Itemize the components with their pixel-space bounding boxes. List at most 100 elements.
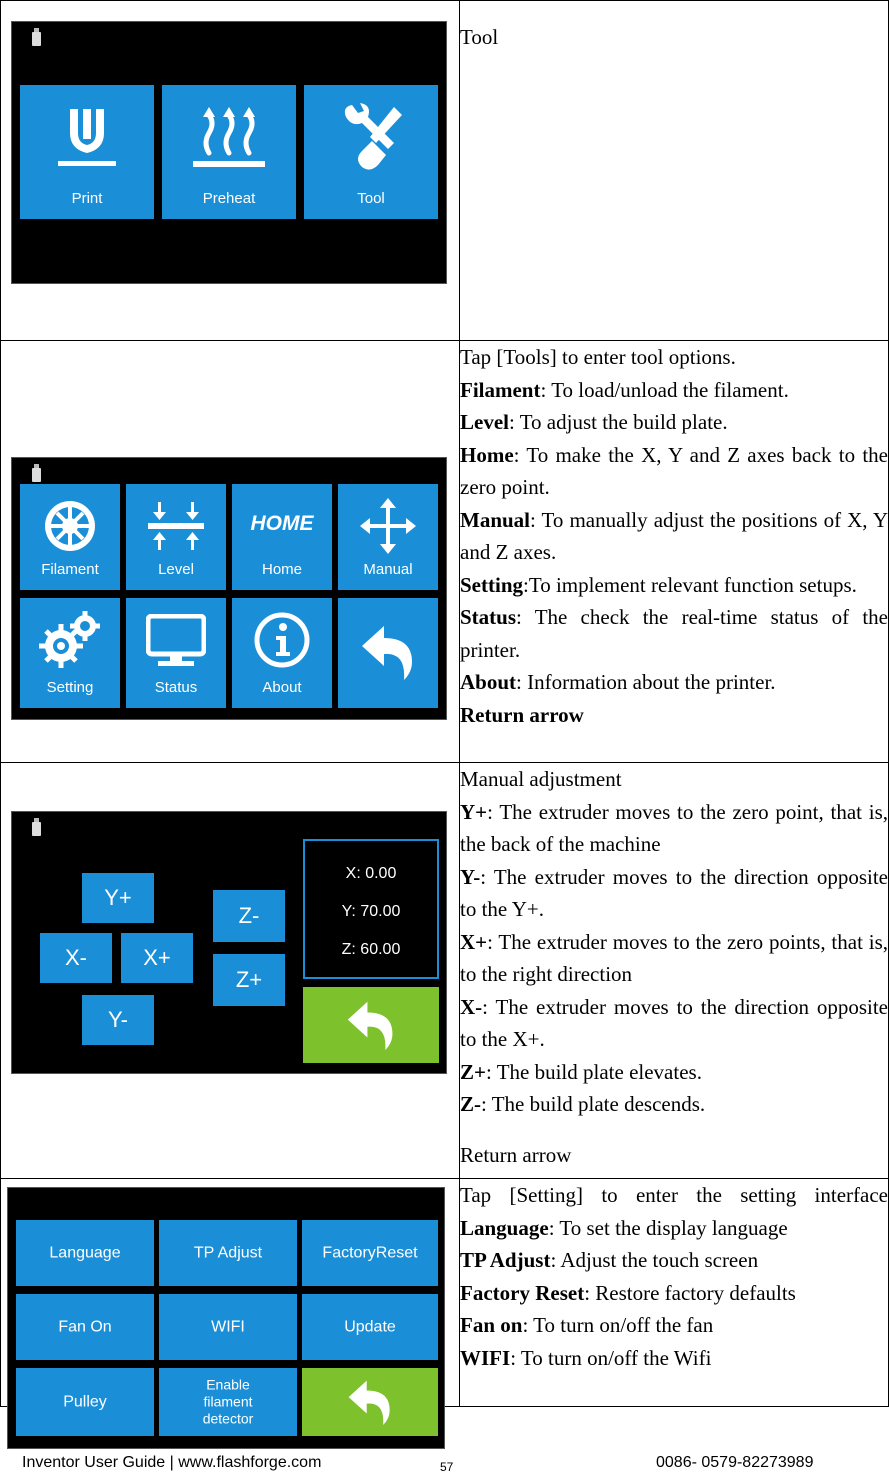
tile-status[interactable]: Status bbox=[126, 598, 226, 708]
tile-return[interactable] bbox=[302, 1368, 438, 1436]
desc-item: Factory Reset: Restore factory defaults bbox=[460, 1280, 796, 1305]
tile-filament-detector[interactable]: Enable filament detector bbox=[159, 1368, 297, 1436]
z-plus-button[interactable]: Z+ bbox=[213, 954, 285, 1006]
desc-item: Z+: The build plate elevates. bbox=[460, 1059, 702, 1084]
tile-tp-adjust[interactable]: TP Adjust bbox=[159, 1220, 297, 1286]
desc-item: Return arrow bbox=[460, 702, 584, 727]
desc-item: Y+: The extruder moves to the zero point… bbox=[460, 799, 888, 857]
tile-label: Filament bbox=[41, 561, 99, 578]
setting-screen: Language TP Adjust FactoryReset Fan On W… bbox=[7, 1187, 445, 1449]
tile-label: About bbox=[262, 679, 302, 696]
tile-language[interactable]: Language bbox=[16, 1220, 154, 1286]
tile-label: Status bbox=[154, 679, 198, 696]
coordinate-display: X: 0.00 Y: 70.00 Z: 60.00 bbox=[303, 839, 439, 979]
return-arrow-icon bbox=[348, 1380, 390, 1425]
usb-icon bbox=[32, 28, 41, 46]
desc-item: X-: The extruder moves to the direction … bbox=[460, 994, 888, 1052]
row-title: Tool bbox=[460, 25, 499, 49]
footer-guide-title: Inventor User Guide | www.flashforge.com bbox=[22, 1454, 322, 1471]
row-outro: Return arrow bbox=[460, 1142, 572, 1167]
tile-label: Home bbox=[261, 561, 302, 578]
monitor-icon bbox=[146, 614, 206, 666]
desc-item: X+: The extruder moves to the zero point… bbox=[460, 929, 888, 987]
tile-filament[interactable]: Filament bbox=[20, 484, 120, 590]
footer-phone: 0086- 0579-82273989 bbox=[656, 1454, 814, 1471]
description-cell: Tap [Setting] to enter the setting inter… bbox=[459, 1178, 889, 1407]
tile-update[interactable]: Update bbox=[302, 1294, 438, 1360]
return-button[interactable] bbox=[303, 987, 439, 1063]
print-nozzle-icon bbox=[58, 109, 116, 166]
desc-item: Filament: To load/unload the filament. bbox=[460, 377, 789, 402]
row-intro: Tap [Tools] to enter tool options. bbox=[460, 345, 736, 369]
x-coordinate: X: 0.00 bbox=[345, 865, 397, 882]
tile-label: Setting bbox=[46, 679, 94, 696]
filament-spool-icon bbox=[45, 501, 95, 551]
row-intro: Tap [Setting] to enter the setting inter… bbox=[460, 1183, 888, 1207]
tile-home[interactable]: HOME Home bbox=[232, 484, 332, 590]
page-footer: Inventor User Guide | www.flashforge.com… bbox=[0, 1438, 889, 1475]
tile-label: Level bbox=[158, 561, 194, 578]
main-menu-screen: Print Preheat bbox=[11, 21, 447, 284]
tile-level[interactable]: Level bbox=[126, 484, 226, 590]
desc-item: About: Information about the printer. bbox=[460, 670, 776, 694]
tile-label: Manual bbox=[363, 561, 413, 578]
desc-item: Status: The check the real-time status o… bbox=[460, 605, 888, 662]
tile-tool[interactable]: Tool bbox=[304, 85, 438, 219]
desc-item: Manual: To manually adjust the positions… bbox=[460, 507, 888, 565]
y-minus-button[interactable]: Y- bbox=[82, 995, 154, 1045]
tile-manual[interactable]: Manual bbox=[338, 484, 438, 590]
screen-cell: Language TP Adjust FactoryReset Fan On W… bbox=[0, 1178, 460, 1449]
z-minus-button[interactable]: Z- bbox=[213, 890, 285, 942]
heat-waves-icon bbox=[193, 107, 265, 167]
tile-pulley[interactable]: Pulley bbox=[16, 1368, 154, 1436]
desc-item: Language: To set the display language bbox=[460, 1215, 788, 1240]
tile-label: Preheat bbox=[202, 190, 256, 207]
page-number: 57 bbox=[440, 1460, 454, 1474]
tile-print[interactable]: Print bbox=[20, 85, 154, 219]
desc-item: Fan on: To turn on/off the fan bbox=[460, 1313, 714, 1337]
tile-factory-reset[interactable]: FactoryReset bbox=[302, 1220, 438, 1286]
tile-setting[interactable]: Setting bbox=[20, 598, 120, 708]
tile-fan-on[interactable]: Fan On bbox=[16, 1294, 154, 1360]
desc-item: Level: To adjust the build plate. bbox=[460, 410, 728, 434]
desc-item: TP Adjust: Adjust the touch screen bbox=[460, 1248, 759, 1272]
x-plus-button[interactable]: X+ bbox=[121, 933, 193, 983]
desc-item: Setting:To implement relevant function s… bbox=[460, 572, 857, 597]
description-cell: Manual adjustment Y+: The extruder moves… bbox=[459, 762, 889, 1179]
table-row: Filament Level HOME bbox=[0, 340, 889, 763]
tile-wifi[interactable]: WIFI bbox=[159, 1294, 297, 1360]
desc-item: Z-: The build plate descends. bbox=[460, 1092, 706, 1116]
gears-icon bbox=[39, 611, 100, 668]
info-icon bbox=[254, 612, 310, 668]
desc-item: WIFI: To turn on/off the Wifi bbox=[460, 1345, 712, 1370]
usb-icon bbox=[32, 464, 41, 482]
tile-label: Print bbox=[71, 190, 103, 207]
table-row: Language TP Adjust FactoryReset Fan On W… bbox=[0, 1178, 889, 1449]
tile-return[interactable] bbox=[338, 598, 438, 708]
x-minus-button[interactable]: X- bbox=[40, 933, 112, 983]
screen-cell: Y+ X- X+ Y- Z- Z+ X: 0.00 Y: 70.00 Z: 60… bbox=[0, 762, 460, 1179]
usb-icon bbox=[32, 818, 41, 836]
table-row: Print Preheat bbox=[0, 0, 889, 341]
tile-about[interactable]: About bbox=[232, 598, 332, 708]
return-arrow-icon bbox=[362, 626, 412, 680]
description-cell: Tool bbox=[459, 0, 889, 341]
level-arrows-icon bbox=[148, 502, 204, 550]
z-coordinate: Z: 60.00 bbox=[341, 941, 401, 958]
y-coordinate: Y: 70.00 bbox=[341, 903, 401, 920]
y-plus-button[interactable]: Y+ bbox=[82, 873, 154, 923]
table-row: Y+ X- X+ Y- Z- Z+ X: 0.00 Y: 70.00 Z: 60… bbox=[0, 762, 889, 1179]
home-text-icon: HOME bbox=[250, 512, 314, 535]
screen-cell: Print Preheat bbox=[0, 0, 460, 341]
row-intro: Manual adjustment bbox=[460, 767, 622, 791]
tool-menu-screen: Filament Level HOME bbox=[11, 457, 447, 720]
desc-item: Home: To make the X, Y and Z axes back t… bbox=[460, 442, 888, 500]
move-arrows-icon bbox=[360, 498, 416, 554]
tile-label: Tool bbox=[357, 190, 385, 207]
wrench-screwdriver-icon bbox=[344, 103, 402, 170]
screen-cell: Filament Level HOME bbox=[0, 340, 460, 763]
tile-preheat[interactable]: Preheat bbox=[162, 85, 296, 219]
return-arrow-icon bbox=[347, 1001, 393, 1050]
manual-screen: Y+ X- X+ Y- Z- Z+ X: 0.00 Y: 70.00 Z: 60… bbox=[11, 811, 447, 1074]
